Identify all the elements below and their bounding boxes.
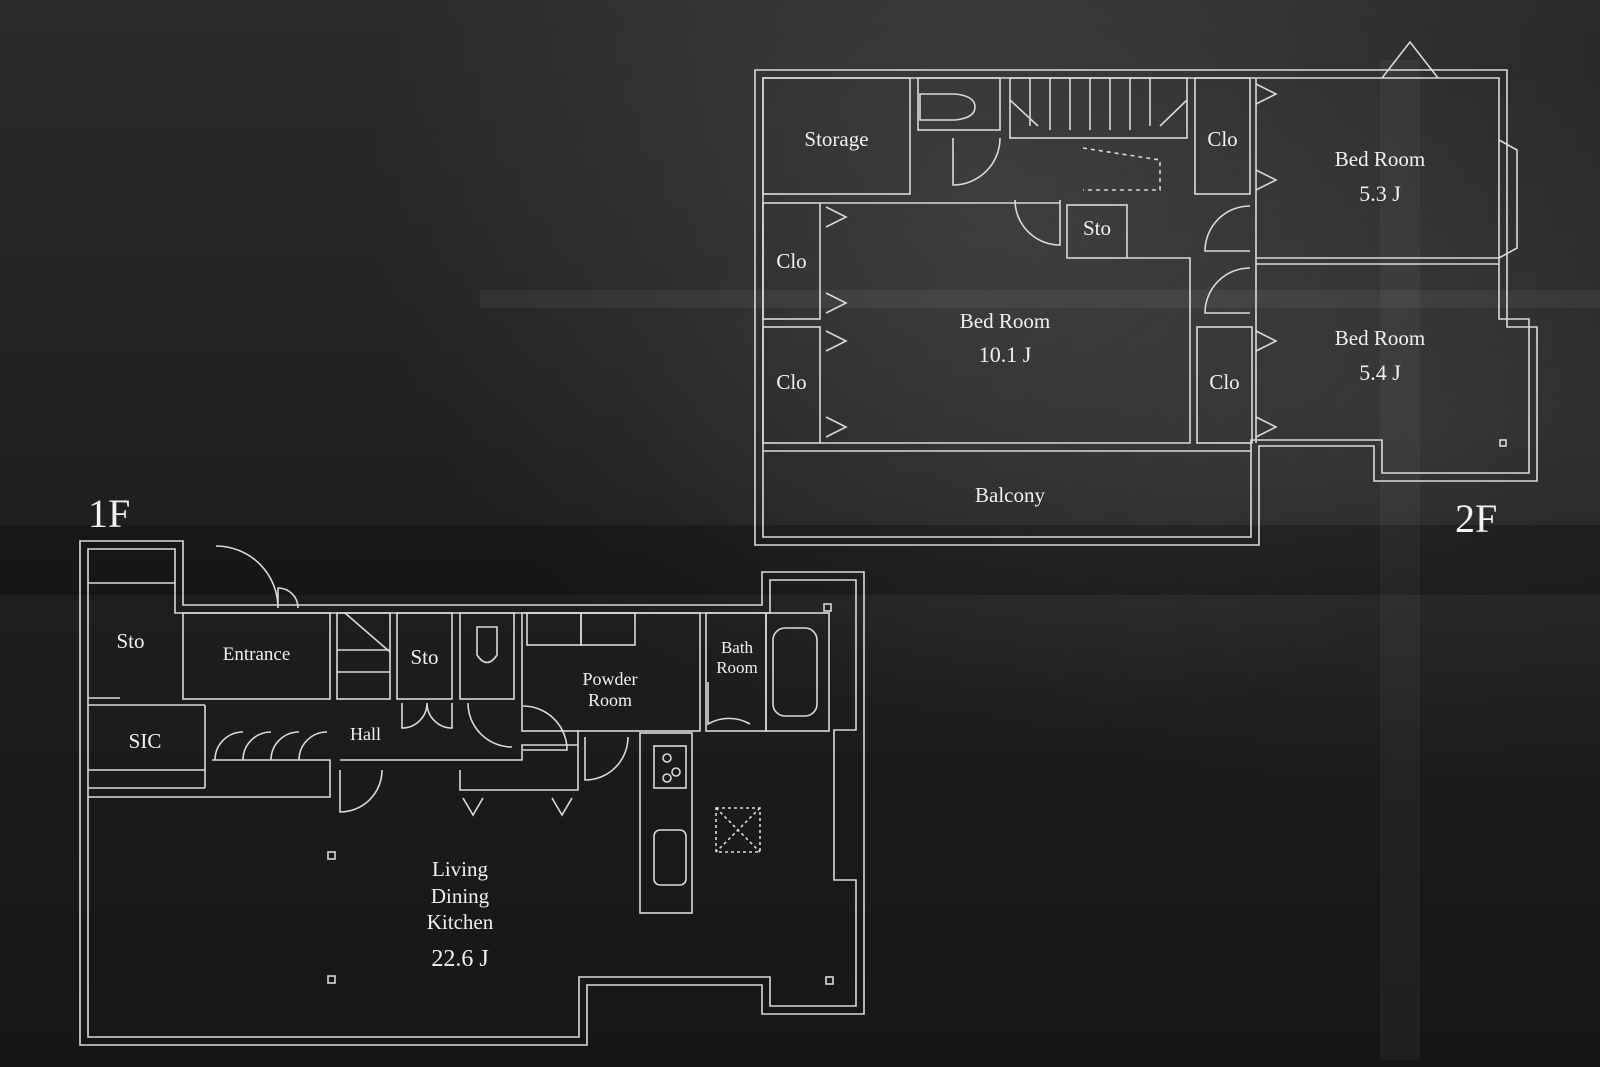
label-bed-room-a-size: 5.3 J [1359,181,1401,206]
label-sto-mid: Sto [410,645,439,669]
label-ldk-size: 22.6 J [431,946,489,972]
label-sic: SIC [128,729,162,753]
label-clo-right: Clo [1209,370,1240,394]
outer-wall-1f [79,540,865,1046]
sto-left-wall [88,582,205,706]
door-swing [584,736,629,781]
column-mark [327,975,336,984]
bay-window [1381,40,1439,79]
label-storage: Storage [804,127,869,151]
sic-wall [88,705,206,789]
closet-doors [825,206,848,438]
label-bath-room: Bath Room [716,638,758,677]
toilet-bowl-1f [476,626,498,664]
door-swing [339,769,383,813]
bay-window-side [1498,139,1518,259]
door-swing [467,702,513,748]
toilet-bowl [919,93,976,121]
first-floor-plan [79,540,865,1046]
bath-tub [772,627,818,717]
door-swing [1204,267,1251,314]
burner [662,773,672,783]
entrance-room [182,612,331,700]
stairs-1f [337,612,391,673]
door-swing [401,702,453,729]
stair-dash [1082,147,1161,191]
toilet-room [917,77,1001,131]
closet-left-1 [762,202,821,320]
background-column [1380,60,1420,1060]
hall-wall [212,730,579,791]
label-sto-left: Sto [116,629,145,653]
second-floor-plan [754,40,1538,546]
ceiling-vent [715,807,761,853]
floor-label-1f: 1F [88,491,131,536]
label-entrance: Entrance [222,644,291,665]
closet-right [1196,326,1253,444]
column-mark [823,603,832,612]
cabinet-marks [462,797,573,817]
label-sto-2f: Sto [1082,216,1111,240]
storage-room [762,77,911,195]
label-balcony: Balcony [975,483,1045,507]
toilet-room-1f [459,612,515,700]
door-swing [522,705,568,751]
door-swing [1204,205,1251,252]
label-clo-left-2: Clo [776,370,807,394]
label-bed-room-main: Bed Room [959,309,1051,333]
floor-label-2f: 2F [1455,496,1498,541]
closet-doors [1255,83,1278,438]
burner [671,767,681,777]
ldk-wall [88,790,331,798]
label-bed-room-a: Bed Room [1334,147,1426,171]
label-ldk: Living Dining Kitchen [426,857,494,935]
label-hall: Hall [350,724,381,744]
label-bed-room-main-size: 10.1 J [978,342,1032,367]
stair-well [1009,77,1188,139]
door-swing [952,137,1001,186]
outer-wall-2f [754,69,1538,546]
closet-top-right [1194,77,1251,195]
burner [662,753,672,763]
closet-left-2 [762,326,821,444]
sto-room-1f [396,612,453,700]
stair-well-1f [336,612,391,700]
door-swing [1014,199,1061,246]
column-mark [825,976,834,985]
sto-room-2f [1066,204,1128,259]
label-powder-room: Powder Room [582,669,638,710]
label-clo-top: Clo [1207,127,1238,151]
label-bed-room-b-size: 5.4 J [1359,360,1401,385]
stove [653,745,687,789]
vanity [580,612,636,646]
bed-room-main-wall [820,202,1191,444]
bed-room-divider [1255,78,1499,443]
kitchen-counter [639,732,693,914]
window-mark [1499,439,1507,447]
bath-tub-area [765,612,830,732]
door-swing [707,682,751,726]
label-bed-room-b: Bed Room [1334,326,1426,350]
inner-wall-2f [762,77,1530,538]
entrance-door [215,545,299,609]
column-mark [327,851,336,860]
label-clo-left-1: Clo [776,249,807,273]
background-band [480,290,1600,308]
vanity [526,612,582,646]
sink [653,829,687,886]
closet-doors-hall [214,731,328,761]
stairs-2f [1009,78,1188,130]
